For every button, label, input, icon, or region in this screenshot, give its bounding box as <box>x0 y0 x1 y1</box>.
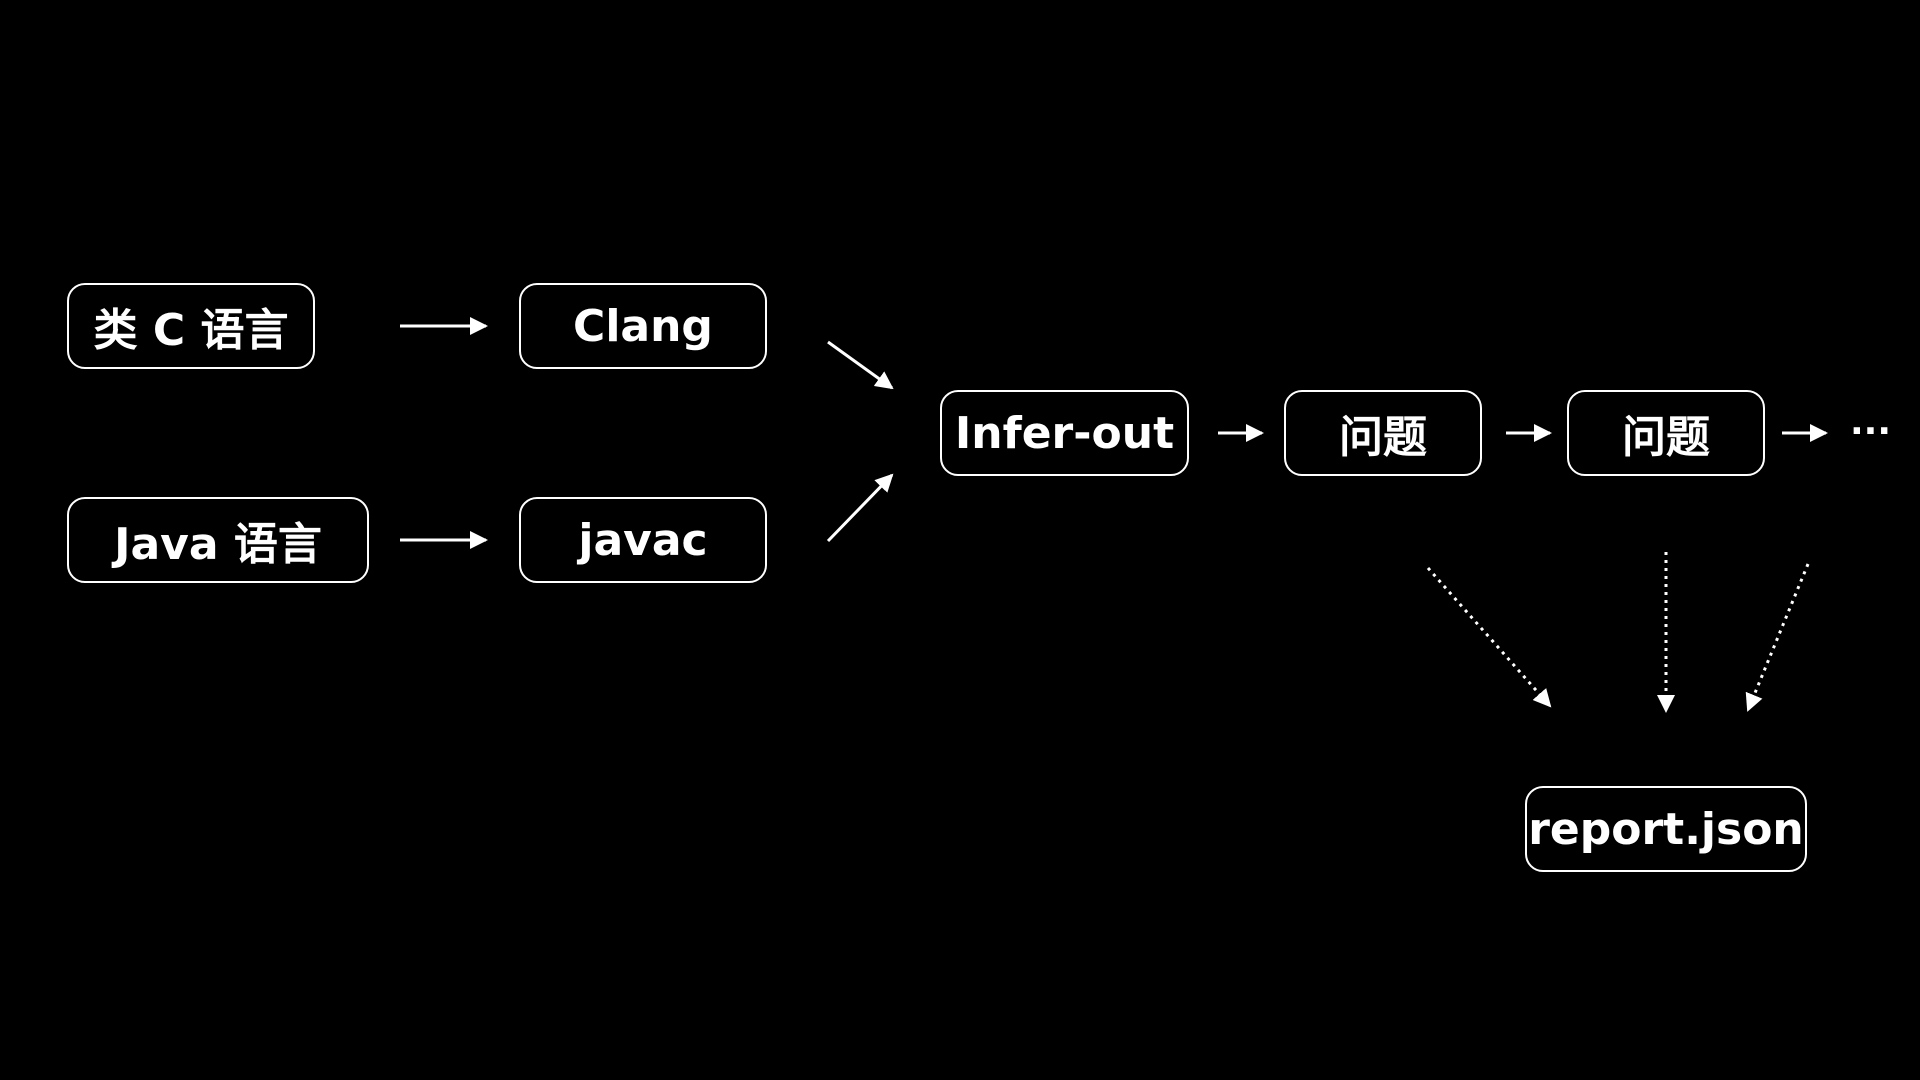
node-report: report.json <box>1525 786 1807 872</box>
node-c-like-language-label: 类 C 语言 <box>93 305 289 356</box>
node-clang-label: Clang <box>573 300 713 352</box>
node-javac: javac <box>519 497 767 583</box>
node-java-language-label: Java 语言 <box>114 519 322 570</box>
node-issue-1: 问题 <box>1284 390 1482 476</box>
node-c-like-language: 类 C 语言 <box>67 283 315 369</box>
node-infer-out-label: Infer-out <box>954 407 1175 459</box>
dotted-arrow-issue-1-to-report <box>1426 567 1552 708</box>
dotted-arrow-more-to-report <box>1745 563 1810 712</box>
node-issue-2-label: 问题 <box>1622 412 1710 463</box>
node-java-language: Java 语言 <box>67 497 369 583</box>
node-issue-1-label: 问题 <box>1339 412 1427 463</box>
arrow-clang-to-infer <box>827 340 894 390</box>
arrow-javac-to-infer <box>826 473 894 543</box>
node-clang: Clang <box>519 283 767 369</box>
continuation-ellipsis: ··· <box>1850 411 1892 452</box>
node-infer-out: Infer-out <box>940 390 1189 476</box>
node-javac-label: javac <box>578 514 708 566</box>
node-report-label: report.json <box>1528 803 1804 855</box>
node-issue-2: 问题 <box>1567 390 1765 476</box>
